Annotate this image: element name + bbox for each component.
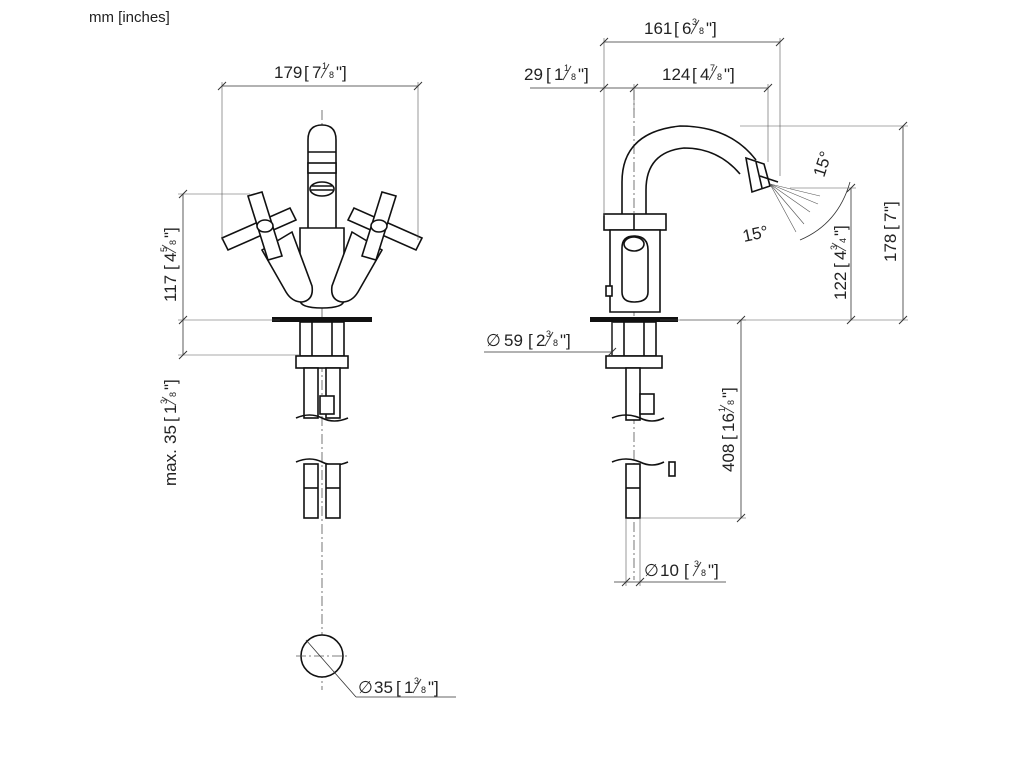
dimension-angle-upper: 15° <box>810 149 836 179</box>
dim-dia10-inch-num: 3 <box>694 559 699 569</box>
dim-max35-prefix: max. <box>161 449 180 486</box>
svg-text:[: [ <box>674 19 679 38</box>
svg-text:"]: "] <box>560 331 571 350</box>
units-label: mm [inches] <box>89 9 170 26</box>
dimension-length-408: 408 [ 16 1 8 "] <box>640 315 746 523</box>
dim-max35-mm: 35 <box>161 425 180 444</box>
dim-124-mm: 124 <box>662 65 690 84</box>
svg-text:[: [ <box>396 678 401 697</box>
dim-408-inch-den: 8 <box>726 400 736 405</box>
svg-text:[: [ <box>161 265 180 270</box>
dim-117-inch-whole: 4 <box>161 253 180 262</box>
dim-161-mm: 161 <box>644 19 672 38</box>
svg-text:[: [ <box>684 561 689 580</box>
dim-dia10-inch-den: 8 <box>701 568 706 578</box>
dimension-dia-59: ∅ 59 [ 2 3 8 "] <box>484 322 617 357</box>
dim-179-inch-num: 1 <box>322 61 327 71</box>
dim-29-inch-num: 1 <box>564 63 569 73</box>
svg-text:[: [ <box>719 435 738 440</box>
dimension-height-122: 122 [ 4 3 4 "] <box>790 183 856 325</box>
svg-text:[: [ <box>304 63 309 82</box>
dim-max35-inch-whole: 1 <box>161 405 180 414</box>
dim-29-inch-whole: 1 <box>554 65 563 84</box>
dimension-height-178: 178 [ 7 "] <box>680 121 908 325</box>
dim-178-inch-whole: 7 <box>881 213 900 222</box>
svg-text:"]: "] <box>161 379 180 390</box>
dim-122-inch-den: 4 <box>838 238 848 243</box>
dim-117-inch-num: 5 <box>159 247 169 252</box>
svg-text:"]: "] <box>706 19 717 38</box>
dimension-width-161: 161 [ 6 3 8 "] <box>599 17 785 216</box>
dim-dia35-symbol: ∅ <box>358 678 373 697</box>
dim-122-mm: 122 <box>831 272 850 300</box>
svg-text:[: [ <box>546 65 551 84</box>
svg-text:"]: "] <box>724 65 735 84</box>
dim-161-inch-den: 8 <box>699 26 704 36</box>
dim-179-mm: 179 <box>274 63 302 82</box>
dim-dia35-mm: 35 <box>374 678 393 697</box>
svg-text:"]: "] <box>428 678 439 697</box>
dim-117-inch-den: 8 <box>168 240 178 245</box>
dim-max35-inch-num: 3 <box>159 399 169 404</box>
dim-29-inch-den: 8 <box>571 72 576 82</box>
dim-29-mm: 29 <box>524 65 543 84</box>
svg-text:[: [ <box>692 65 697 84</box>
dim-dia10-mm: 10 <box>660 561 679 580</box>
dimension-width-124: 124 [ 4 7 8 "] <box>634 63 773 162</box>
dim-dia59-inch-num: 3 <box>546 329 551 339</box>
svg-text:"]: "] <box>708 561 719 580</box>
dim-178-mm: 178 <box>881 234 900 262</box>
dim-122-inch-num: 3 <box>829 245 839 250</box>
dim-124-inch-den: 8 <box>717 72 722 82</box>
dim-161-inch-num: 3 <box>692 17 697 27</box>
angle-upper-label: 15° <box>810 149 836 179</box>
dim-408-inch-whole: 16 <box>719 413 738 432</box>
side-view <box>590 90 851 580</box>
dim-max35-inch-den: 8 <box>168 392 178 397</box>
svg-text:[: [ <box>528 331 533 350</box>
svg-text:"]: "] <box>336 63 347 82</box>
dim-179-inch-den: 8 <box>329 70 334 80</box>
dim-dia59-inch-den: 8 <box>553 338 558 348</box>
dim-408-inch-num: 1 <box>717 407 727 412</box>
svg-text:[: [ <box>161 417 180 422</box>
svg-text:"]: "] <box>161 227 180 238</box>
front-view <box>220 110 424 690</box>
dimension-max-35: max. 35 [ 1 3 8 "] <box>159 320 300 486</box>
dim-dia59-mm: 59 <box>504 331 523 350</box>
dim-161-inch-whole: 6 <box>682 19 691 38</box>
angle-lower-label: 15° <box>741 222 770 246</box>
dim-dia59-inch-whole: 2 <box>536 331 545 350</box>
dimension-width-29: 29 [ 1 1 8 "] <box>524 63 639 110</box>
svg-text:"]: "] <box>831 225 850 236</box>
dim-dia10-symbol: ∅ <box>644 561 659 580</box>
svg-text:[: [ <box>831 263 850 268</box>
dimension-angle-lower: 15° <box>741 222 770 246</box>
dim-122-inch-whole: 4 <box>831 251 850 260</box>
dimension-height-117: 117 [ 4 5 8 "] <box>159 189 280 325</box>
dim-124-inch-whole: 4 <box>700 65 709 84</box>
dim-dia59-symbol: ∅ <box>486 331 501 350</box>
dim-117-mm: 117 <box>161 275 180 302</box>
dim-dia35-inch-num: 3 <box>414 676 419 686</box>
svg-text:[: [ <box>881 225 900 230</box>
dim-179-inch-whole: 7 <box>312 63 321 82</box>
svg-text:"]: "] <box>881 201 900 212</box>
dimension-dia-35: ∅ 35 [ 1 3 8 "] <box>305 639 456 698</box>
dimension-width-179: 179 [ 7 1 8 "] <box>217 61 423 240</box>
svg-text:"]: "] <box>578 65 589 84</box>
dim-dia35-inch-whole: 1 <box>404 678 413 697</box>
svg-text:"]: "] <box>719 387 738 398</box>
dim-408-mm: 408 <box>719 444 738 472</box>
dimension-dia-10: ∅ 10 [ 3 8 "] <box>614 518 726 587</box>
dim-124-inch-num: 7 <box>710 63 715 73</box>
dim-dia35-inch-den: 8 <box>421 685 426 695</box>
